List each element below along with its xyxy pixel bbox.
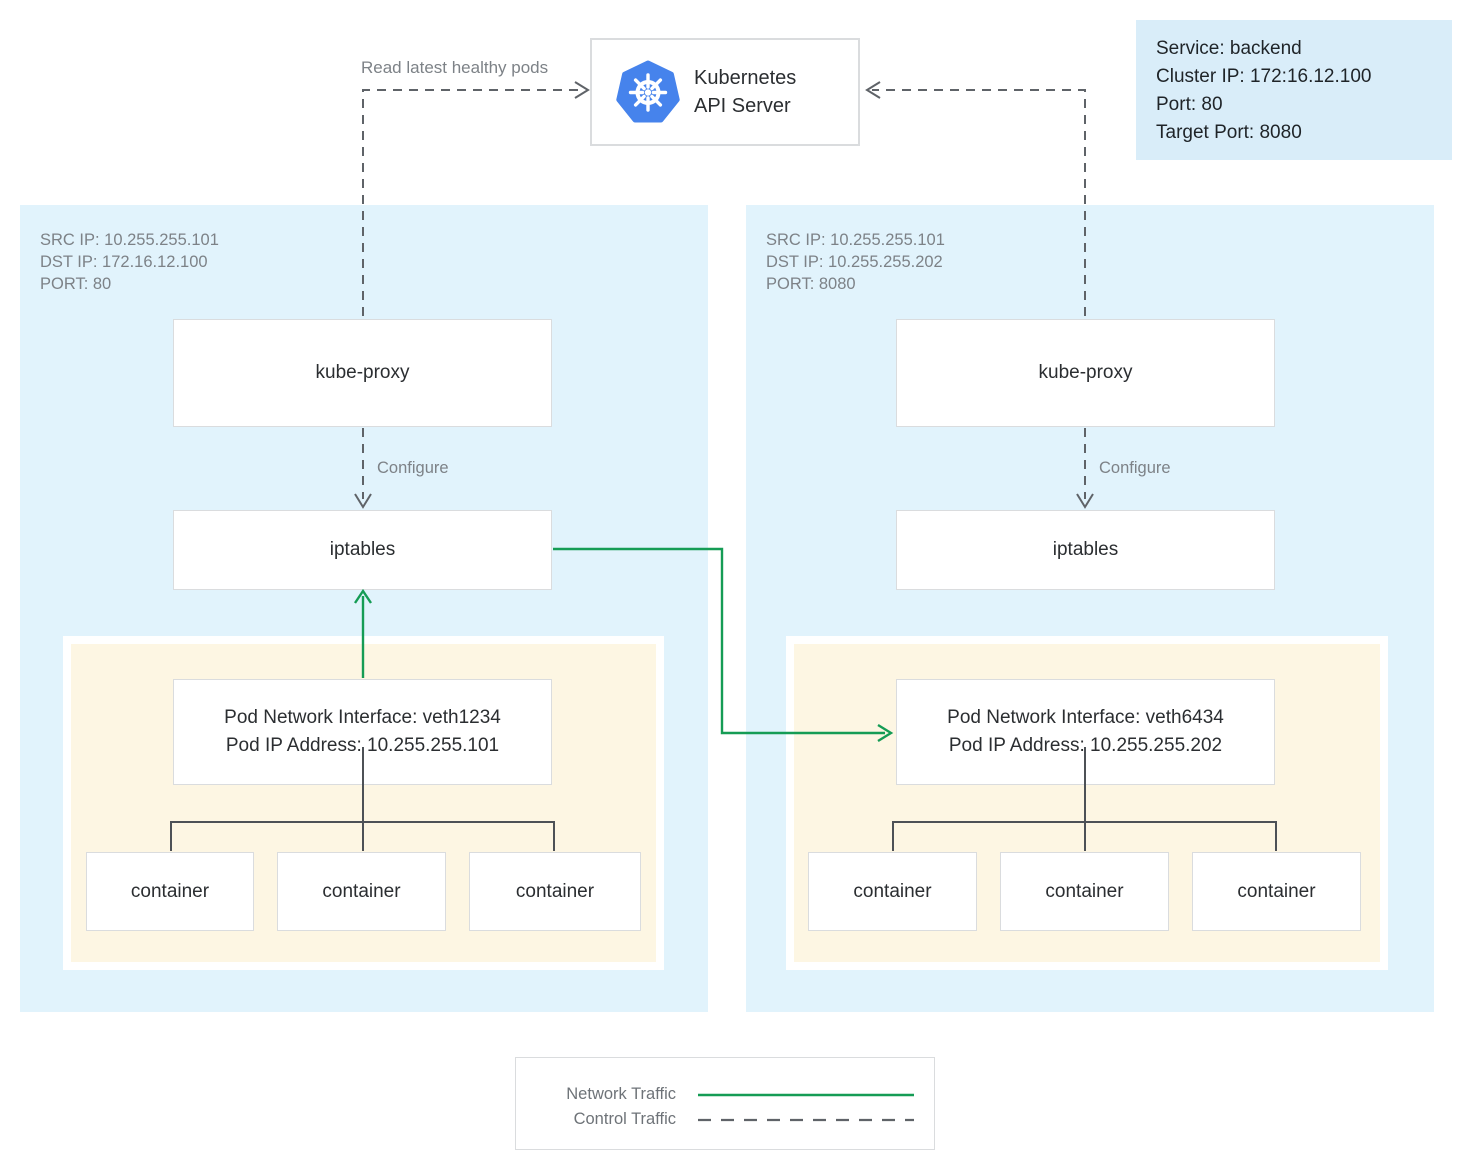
legend-network-traffic-label: Network Traffic bbox=[566, 1085, 676, 1103]
api-server-title-line1: Kubernetes bbox=[694, 67, 797, 89]
node-right-container-2: container bbox=[1000, 852, 1169, 931]
read-latest-healthy-pods-label: Read latest healthy pods bbox=[361, 58, 549, 77]
node-left-iptables-box: iptables bbox=[173, 510, 552, 590]
service-name: Service: backend bbox=[1156, 38, 1302, 59]
node-left-kube-proxy-box: kube-proxy bbox=[173, 319, 552, 427]
node-right-port: PORT: 8080 bbox=[766, 275, 856, 293]
node-left-port: PORT: 80 bbox=[40, 275, 112, 293]
node-left: SRC IP: 10.255.255.101 DST IP: 172.16.12… bbox=[20, 205, 708, 1012]
node-left-pod: Pod Network Interface: veth1234 Pod IP A… bbox=[63, 636, 664, 970]
node-left-header: SRC IP: 10.255.255.101 DST IP: 172.16.12… bbox=[40, 229, 219, 295]
pod-ip-address-label: Pod IP Address: 10.255.255.202 bbox=[948, 735, 1223, 756]
legend: Network Traffic Control Traffic bbox=[515, 1057, 935, 1150]
api-server-title: Kubernetes API Server bbox=[694, 64, 796, 120]
node-left-container-1: container bbox=[86, 852, 254, 931]
service-port: Port: 80 bbox=[1156, 94, 1223, 115]
node-right: SRC IP: 10.255.255.101 DST IP: 10.255.25… bbox=[746, 205, 1434, 1012]
network-traffic-line-swatch bbox=[698, 1093, 914, 1097]
service-target-port: Target Port: 8080 bbox=[1156, 122, 1302, 143]
control-traffic-line-swatch bbox=[698, 1118, 914, 1122]
kubernetes-logo-icon bbox=[616, 60, 680, 123]
node-right-kube-proxy-box: kube-proxy bbox=[896, 319, 1275, 427]
node-right-container-1: container bbox=[808, 852, 977, 931]
node-left-container-2: container bbox=[277, 852, 446, 931]
arrow-head-right-icon bbox=[574, 81, 590, 99]
service-cluster-ip: Cluster IP: 172:16.12.100 bbox=[1156, 66, 1372, 87]
node-left-pod-interface-box: Pod Network Interface: veth1234 Pod IP A… bbox=[173, 679, 552, 785]
pod-network-interface-label: Pod Network Interface: veth1234 bbox=[224, 707, 501, 728]
node-right-container-3: container bbox=[1192, 852, 1361, 931]
node-right-pod: Pod Network Interface: veth6434 Pod IP A… bbox=[786, 636, 1388, 970]
node-right-dst-ip: DST IP: 10.255.255.202 bbox=[766, 253, 943, 271]
pod-network-interface-label: Pod Network Interface: veth6434 bbox=[947, 707, 1224, 728]
node-right-header: SRC IP: 10.255.255.101 DST IP: 10.255.25… bbox=[766, 229, 945, 295]
node-right-pod-interface-box: Pod Network Interface: veth6434 Pod IP A… bbox=[896, 679, 1275, 785]
configure-label-right: Configure bbox=[1099, 459, 1171, 477]
pod-ip-address-label: Pod IP Address: 10.255.255.101 bbox=[225, 735, 500, 756]
service-info-panel: Service: backend Cluster IP: 172:16.12.1… bbox=[1136, 20, 1452, 160]
api-server-title-line2: API Server bbox=[694, 95, 791, 117]
arrow-head-left-icon bbox=[865, 81, 881, 99]
kubernetes-api-server-box: Kubernetes API Server bbox=[590, 38, 860, 146]
legend-control-traffic-label: Control Traffic bbox=[573, 1110, 676, 1128]
node-right-iptables-box: iptables bbox=[896, 510, 1275, 590]
node-left-container-3: container bbox=[469, 852, 641, 931]
configure-label-left: Configure bbox=[377, 459, 449, 477]
node-left-src-ip: SRC IP: 10.255.255.101 bbox=[40, 231, 219, 249]
node-right-src-ip: SRC IP: 10.255.255.101 bbox=[766, 231, 945, 249]
node-left-dst-ip: DST IP: 172.16.12.100 bbox=[40, 253, 208, 271]
